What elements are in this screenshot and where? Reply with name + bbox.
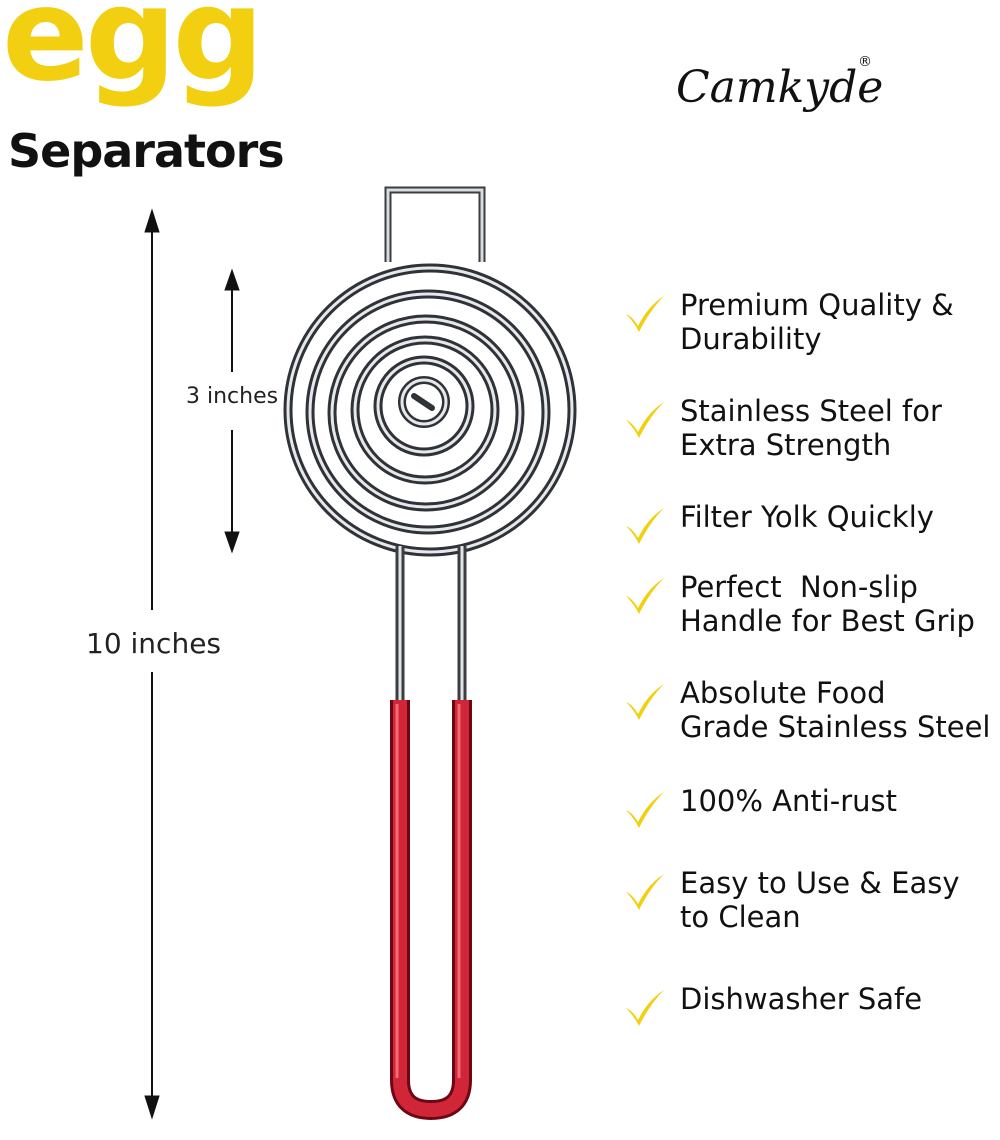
registered-mark: ® [858,54,872,70]
feature-text: Dishwasher Safe [680,982,923,1016]
check-icon [626,578,664,614]
total-length-label: 10 inches [86,627,222,660]
check-icon [626,296,664,332]
head-diameter-label: 3 inches [186,384,279,409]
dimension-arrow-3in [224,268,240,554]
brand-logo: Camkyde [676,62,884,113]
feature-text: Filter Yolk Quickly [680,500,934,534]
check-icon [626,508,664,544]
title-separators: Separators [8,124,285,178]
red-handle [390,700,472,1120]
dimension-arrow-10in [144,208,160,1120]
spiral-head [283,263,577,557]
title-egg: egg [2,0,264,110]
feature-text: 100% Anti-rust [680,784,898,818]
feature-text: Premium Quality &Durability [680,288,954,356]
check-icon [626,402,664,438]
check-icon [626,684,664,720]
check-icon [626,792,664,828]
hanging-loop [384,186,486,262]
check-icon [626,990,664,1026]
handle-wires [395,546,467,700]
check-icon [626,874,664,910]
